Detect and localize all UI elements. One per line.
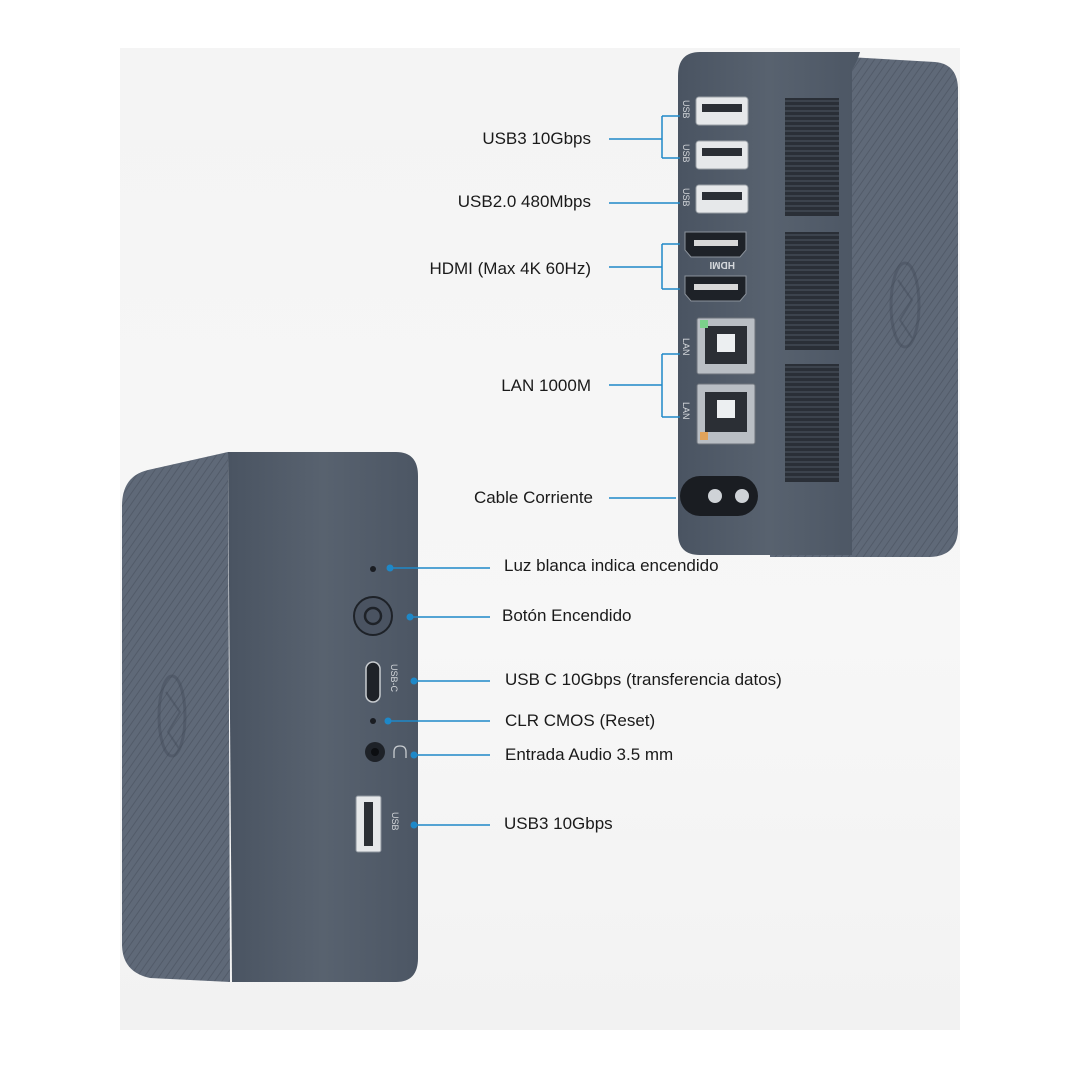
audio-jack [365, 742, 385, 762]
callout-line-rear-lan [609, 353, 680, 418]
label-front-audio: Entrada Audio 3.5 mm [505, 745, 674, 764]
clr-cmos-hole [370, 718, 376, 724]
usb-c-port [365, 661, 381, 703]
label-rear-usb3: USB3 10Gbps [482, 129, 591, 148]
lan-port-1 [696, 317, 756, 375]
label-rear-power: Cable Corriente [473, 488, 593, 507]
front-unit-side [122, 452, 230, 982]
hdmi-marking: HDMI [709, 259, 735, 270]
power-connector [680, 476, 758, 516]
label-rear-lan: LAN 1000M [501, 376, 591, 395]
label-front-cmos: CLR CMOS (Reset) [505, 711, 656, 730]
front-unit [122, 452, 418, 982]
lan-marking-2: LAN [681, 402, 691, 420]
label-front-led: Luz blanca indica encendido [504, 556, 719, 575]
hdmi-port-1 [684, 231, 747, 258]
lan-marking-1: LAN [681, 338, 691, 356]
label-front-usbc: USB C 10Gbps (transferencia datos) [505, 670, 782, 689]
logo-emblem-front [157, 674, 187, 758]
headphone-icon [393, 745, 407, 758]
usb-marking-rear-1: USB [681, 100, 691, 119]
usb-port-front [355, 795, 382, 853]
usb-marking-front: USB [390, 812, 400, 831]
callout-line-rear-usb3 [609, 115, 680, 159]
front-unit-port-face [228, 452, 418, 982]
power-button [353, 596, 393, 636]
callout-dots [384, 564, 418, 829]
lan-port-2 [696, 383, 756, 445]
usb-c-marking: USB-C [389, 664, 399, 693]
usb-port-rear-1 [695, 96, 749, 126]
label-front-usb3: USB3 10Gbps [504, 814, 613, 833]
label-rear-usb2: USB2.0 480Mbps [457, 192, 591, 211]
usb-marking-rear-2: USB [681, 144, 691, 163]
usb-marking-rear-3: USB [681, 188, 691, 207]
callout-line-rear-hdmi [609, 243, 680, 290]
power-led [370, 566, 376, 572]
label-rear-hdmi: HDMI (Max 4K 60Hz) [429, 259, 591, 278]
rear-unit [678, 52, 958, 557]
label-front-button: Botón Encendido [502, 606, 632, 625]
hdmi-port-2 [684, 275, 747, 302]
logo-emblem-rear [889, 261, 921, 349]
callout-lines [388, 115, 680, 826]
usb-port-rear-2 [695, 140, 749, 170]
usb-port-rear-3 [695, 184, 749, 214]
